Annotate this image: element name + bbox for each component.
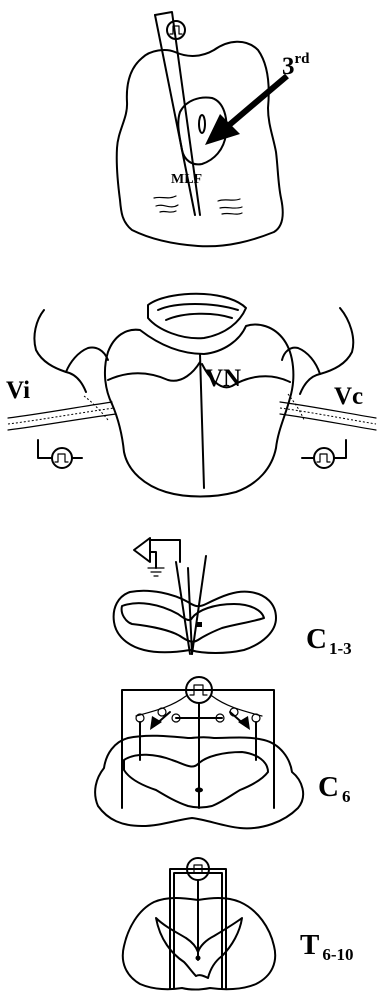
vestibular-panel: VN Vi Vc [6,294,376,497]
medulla-outline [105,325,293,497]
right-lateral-flap [300,308,353,394]
t610-stimulator-circuit [170,858,226,988]
cerebellum-fragment [148,294,246,338]
left-nerve-stimulator [38,440,82,468]
right-nerve-stimulator [302,440,346,468]
oculomotor-nucleus [199,115,205,133]
right-lateral-flap-2 [282,348,320,374]
c13-recording-site [196,622,202,627]
brainstem-panel: 3rd MLF [117,12,310,246]
mlf-label: MLF [171,172,202,187]
left-lateral-flap-2 [66,348,108,373]
left-lateral-flap [34,310,86,392]
vc-label: Vc [334,383,363,410]
oculomotor-label: 3rd [282,51,310,80]
c6-central-canal [195,788,203,793]
c13-recording-electrode [134,538,206,654]
arrow-to-oculomotor [228,76,287,126]
cerebellum-inner-1 [158,304,238,310]
midline [200,354,204,488]
cerebellum-inner-2 [166,314,232,320]
t610-central-canal [196,956,201,961]
c13-gray-matter [122,603,264,641]
vn-label: VN [205,365,241,392]
left-vn-boundary [108,362,200,381]
c6-gray-matter [124,752,268,808]
vi-label: Vi [6,377,30,404]
